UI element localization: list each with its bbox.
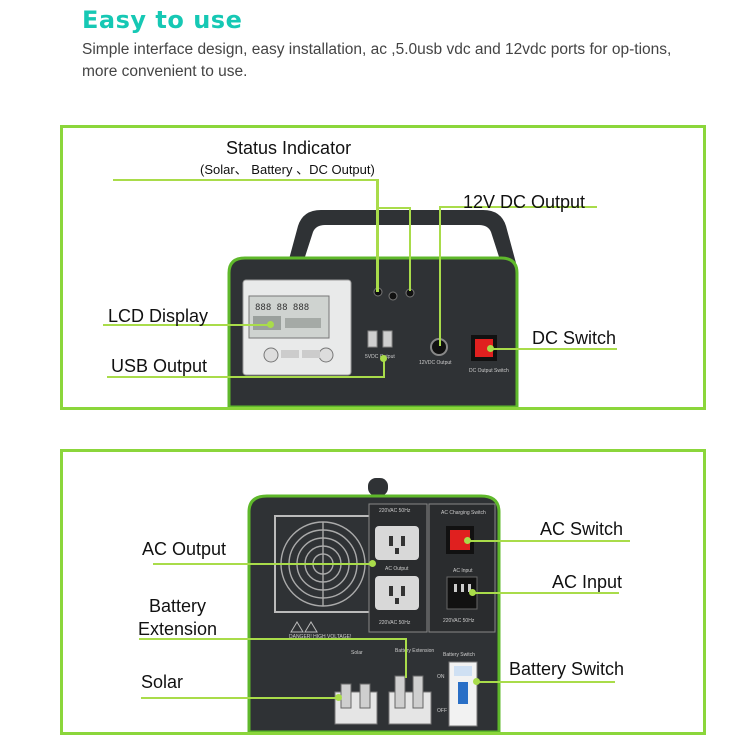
off-printed: OFF [437, 708, 447, 714]
ac-input-callout: AC Input [552, 572, 623, 592]
ac-switch-rocker [450, 530, 470, 550]
back-panel-frame: 220VAC 50Hz AC Output 220VAC 50Hz AC Cha… [60, 449, 706, 735]
intro-text: Simple interface design, easy installati… [82, 41, 672, 80]
front-panel-frame: 888 88 888 5VDC Output 12VDC Output DC O… [60, 125, 706, 410]
svg-text:888 88 888: 888 88 888 [255, 303, 309, 313]
socket-top-rating: 220VAC 50Hz [379, 508, 411, 514]
usb-port-2 [382, 330, 393, 348]
solar-breaker [334, 683, 378, 725]
dc-switch-callout: DC Switch [532, 328, 617, 348]
socket-bottom-rating: 220VAC 50Hz [379, 620, 411, 626]
ac-socket-2 [375, 576, 419, 610]
lcd-button-right [318, 347, 334, 363]
battery-extension-callout: Battery Extension [138, 596, 218, 639]
battery-ext-printed: Battery Extension [395, 648, 435, 654]
top-knob [368, 478, 388, 496]
battery-switch-breaker [448, 661, 478, 727]
ac-control-panel [428, 503, 496, 633]
dc-port-label: 12VDC Output [419, 360, 452, 366]
solar-callout: Solar [141, 672, 184, 692]
status-indicator-subtitle: (Solar、 Battery 、DC Output) [200, 162, 375, 177]
battery-switch-callout: Battery Switch [509, 659, 625, 679]
warning-triangle-icon [290, 621, 304, 633]
ac-input-rating-printed: 220VAC 50Hz [443, 618, 475, 624]
ac-socket-panel [368, 503, 428, 633]
status-indicator-callout: Status Indicator [226, 138, 352, 158]
lcd-display-callout: LCD Display [108, 306, 209, 326]
battery-extension-breaker [388, 675, 432, 725]
usb-output-callout: USB Output [111, 356, 208, 376]
section-title: Easy to use [82, 6, 243, 34]
dc-switch-rocker [475, 339, 493, 357]
battery-led-icon [388, 291, 398, 301]
solar-printed: Solar [351, 650, 363, 656]
ac-charging-switch-printed: AC Charging Switch [441, 510, 486, 516]
ac-output-callout: AC Output [142, 539, 227, 559]
battery-switch-printed: Battery Switch [443, 652, 475, 658]
usb-port-1 [367, 330, 378, 348]
ac-switch-callout: AC Switch [540, 519, 624, 539]
ac-socket-1 [375, 526, 419, 560]
on-printed: ON [437, 674, 445, 680]
danger-printed: DANGER! HIGH VOLTAGE! [289, 634, 352, 640]
lcd-button-left [263, 347, 279, 363]
carry-handle [288, 210, 516, 263]
usb-port-label: 5VDC Output [365, 354, 395, 360]
dc-switch-printed-label: DC Output Switch [469, 368, 509, 374]
socket-mid-label: AC Output [385, 566, 409, 572]
ac-input-printed: AC Input [453, 568, 473, 574]
dc12-output-callout: 12V DC Output [463, 192, 586, 212]
